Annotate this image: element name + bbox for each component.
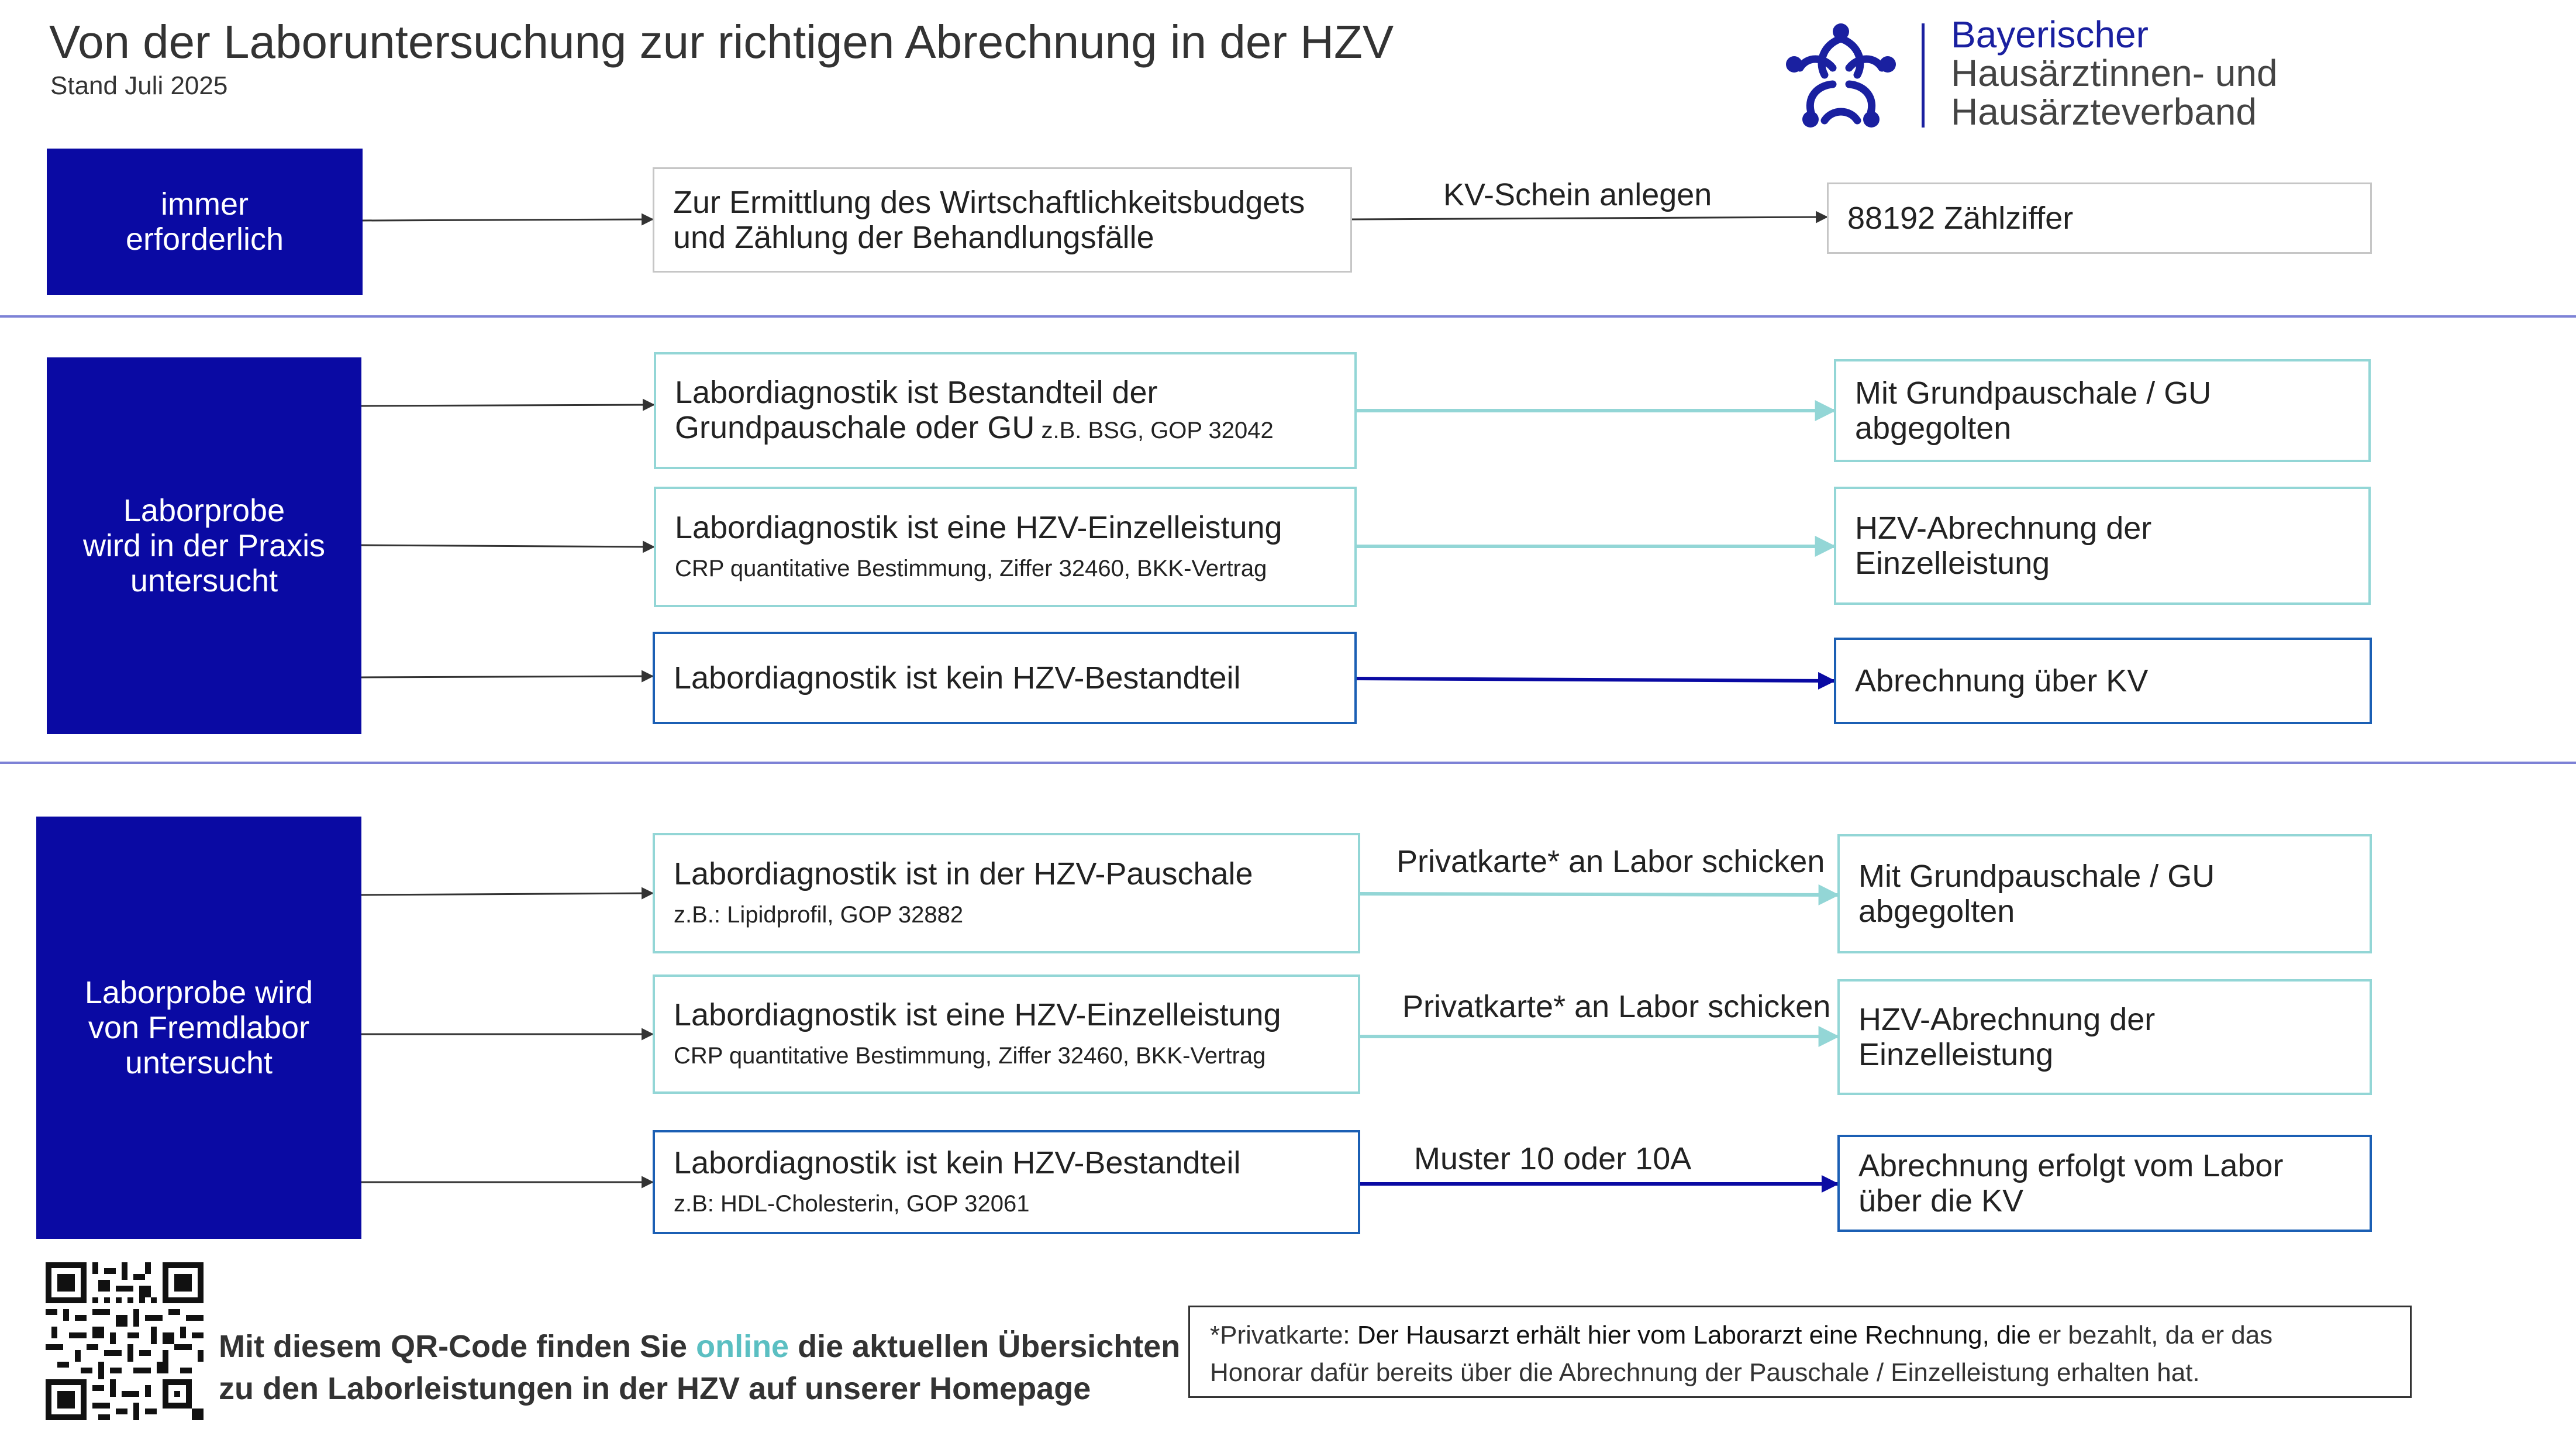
step-text-line-1: Labordiagnostik ist eine HZV-Einzelleist… — [674, 997, 1281, 1032]
step-text-line-1: Labordiagnostik ist in der HZV-Pauschale — [674, 856, 1253, 891]
step-text-example: z.B.: Lipidprofil, GOP 32882 — [674, 902, 964, 928]
page-title: Von der Laboruntersuchung zur richtigen … — [49, 16, 1394, 68]
logo-text: Bayerischer Hausärztinnen- und Hausärzte… — [1951, 15, 2278, 131]
result-text-line-2: abgegolten — [1858, 894, 2015, 929]
result-text-line-1: Abrechnung über KV — [1855, 663, 2149, 698]
step-text-example: CRP quantitative Bestimmung, Ziffer 3246… — [675, 556, 1267, 581]
logo-line-1: Bayerischer — [1951, 13, 2149, 56]
qr-text-part-1: Mit diesem QR-Code finden Sie — [219, 1329, 696, 1364]
step-text-example: CRP quantitative Bestimmung, Ziffer 3246… — [674, 1043, 1266, 1069]
qr-code-icon[interactable] — [46, 1262, 204, 1420]
result-box-s2-3: Abrechnung über KV — [1834, 638, 2372, 724]
page-subtitle: Stand Juli 2025 — [50, 71, 228, 100]
edge-label-muster-10: Muster 10 oder 10A — [1414, 1141, 1692, 1176]
category-lab-in-practice: Laborprobe wird in der Praxis untersucht — [47, 357, 361, 734]
step-text-example: z.B: HDL-Cholesterin, GOP 32061 — [674, 1191, 1030, 1217]
result-box-s3-2: HZV-Abrechnung der Einzelleistung — [1837, 979, 2372, 1095]
result-text-line-1: Mit Grundpauschale / GU — [1855, 376, 2212, 411]
step-box-budget: Zur Ermittlung des Wirtschaftlichkeitsbu… — [653, 167, 1352, 273]
qr-description: Mit diesem QR-Code finden Sie online die… — [219, 1325, 1180, 1410]
section-divider-1 — [0, 315, 2576, 318]
arrow-s3-right-1 — [1360, 884, 1840, 905]
arrow-s3-left-1 — [361, 887, 654, 900]
result-box-s2-2: HZV-Abrechnung der Einzelleistung — [1834, 487, 2371, 605]
logo-line-3: Hausärzteverband — [1951, 91, 2257, 133]
result-text: 88192 Zählziffer — [1847, 201, 2074, 236]
arrow-s1-left — [362, 213, 654, 226]
step-text-line-1: Labordiagnostik ist kein HZV-Bestandteil — [674, 1145, 1241, 1180]
step-text-line-1: Labordiagnostik ist eine HZV-Einzelleist… — [675, 510, 1282, 545]
arrow-s2-left-1 — [361, 398, 656, 411]
edge-label-privatkarte-1: Privatkarte* an Labor schicken — [1396, 844, 1825, 879]
step-text-line-1: Zur Ermittlung des Wirtschaftlichkeitsbu… — [673, 185, 1305, 220]
footnote-term: *Privatkarte — [1210, 1321, 1343, 1349]
result-text-line-2: Einzelleistung — [1858, 1037, 2054, 1072]
arrow-s2-left-2 — [361, 540, 656, 553]
arrow-s2-right-3 — [1356, 671, 1836, 690]
result-text-line-1: Abrechnung erfolgt vom Labor — [1858, 1148, 2284, 1183]
arrow-s1-right — [1351, 211, 1829, 223]
step-box-s2-2: Labordiagnostik ist eine HZV-Einzelleist… — [654, 487, 1357, 607]
category-external-lab: Laborprobe wird von Fremdlabor untersuch… — [36, 817, 361, 1239]
category-always-required: immer erforderlich — [47, 149, 363, 295]
step-text-main: Grundpauschale oder GU — [675, 409, 1035, 445]
arrow-s2-left-3 — [361, 670, 654, 683]
edge-label-privatkarte-2: Privatkarte* an Labor schicken — [1402, 989, 1831, 1024]
qr-text-line-2: zu den Laborleistungen in der HZV auf un… — [219, 1371, 1091, 1406]
footnote-text-cont: er bezahlt, da er das — [2030, 1321, 2273, 1349]
step-text-line-1: Labordiagnostik ist Bestandteil der — [675, 374, 1158, 410]
step-box-s3-2: Labordiagnostik ist eine HZV-Einzelleist… — [653, 974, 1360, 1094]
logo-divider — [1922, 23, 1925, 128]
online-link[interactable]: online — [696, 1329, 789, 1364]
result-text-line-1: HZV-Abrechnung der — [1855, 511, 2152, 546]
result-text-line-2: über die KV — [1858, 1183, 2024, 1218]
step-text-line-2: Grundpauschale oder GU z.B. BSG, GOP 320… — [675, 410, 1336, 447]
step-box-s3-1: Labordiagnostik ist in der HZV-Pauschale… — [653, 833, 1360, 953]
result-text-line-1: Mit Grundpauschale / GU — [1858, 859, 2215, 894]
step-text-line-1: Labordiagnostik ist kein HZV-Bestandteil — [674, 660, 1241, 695]
section-divider-2 — [0, 762, 2576, 764]
step-box-s2-3: Labordiagnostik ist kein HZV-Bestandteil — [653, 632, 1357, 724]
result-text-line-2: Einzelleistung — [1855, 546, 2050, 581]
result-text-line-1: HZV-Abrechnung der — [1858, 1002, 2156, 1037]
result-box-zaehlziffer: 88192 Zählziffer — [1827, 182, 2372, 254]
result-box-s3-3: Abrechnung erfolgt vom Labor über die KV — [1837, 1135, 2372, 1232]
hearts-star-logo-icon — [1786, 23, 1896, 128]
qr-text-part-2: die aktuellen Übersichten — [789, 1329, 1181, 1364]
step-text-example: z.B. BSG, GOP 32042 — [1034, 417, 1274, 443]
edge-label-kv-schein: KV-Schein anlegen — [1443, 177, 1712, 212]
result-text-line-2: abgegolten — [1855, 411, 2012, 446]
logo-line-2: Hausärztinnen- und — [1951, 52, 2278, 94]
footnote-text-dark: : Der Hausarzt erhält hier vom Laborarzt… — [1343, 1321, 2031, 1349]
step-box-s3-3: Labordiagnostik ist kein HZV-Bestandteil… — [653, 1130, 1360, 1234]
footnote-box: *Privatkarte: Der Hausarzt erhält hier v… — [1188, 1306, 2412, 1398]
footnote-line-2: Honorar dafür bereits über die Abrechnun… — [1210, 1358, 2200, 1387]
step-box-s2-1: Labordiagnostik ist Bestandteil der Grun… — [654, 352, 1357, 469]
step-text-line-2: und Zählung der Behandlungsfälle — [673, 220, 1154, 255]
result-box-s2-1: Mit Grundpauschale / GU abgegolten — [1834, 359, 2371, 462]
result-box-s3-1: Mit Grundpauschale / GU abgegolten — [1837, 834, 2372, 953]
